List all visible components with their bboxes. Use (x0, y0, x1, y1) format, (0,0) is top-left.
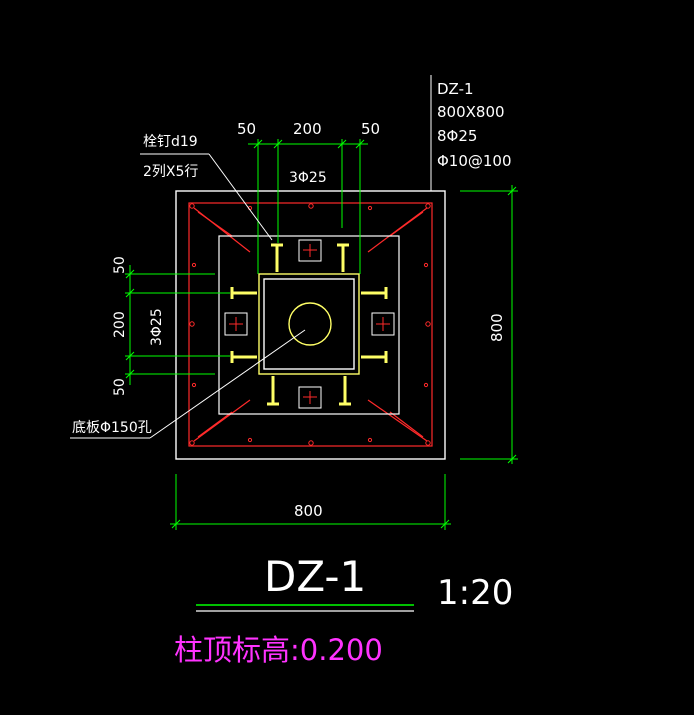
rebar-corner-hooks (193, 207, 428, 442)
dim-left-bottom: 50 (112, 378, 128, 396)
steel-tube-outer (258, 273, 360, 375)
elevation-label: 柱顶标高:0.200 (174, 633, 383, 667)
steel-tube-inner (263, 278, 355, 370)
rebar-dots (189, 203, 431, 446)
studs (230, 243, 388, 406)
rebar-cage (188, 202, 433, 447)
dim-right-overall: 800 (488, 313, 506, 342)
dim-top-left: 50 (237, 120, 256, 138)
base-plate-outline (218, 235, 400, 415)
drawing-scale: 1:20 (437, 573, 513, 613)
spec-main-bars: 8Φ25 (437, 127, 477, 145)
dim-left-top: 50 (112, 256, 128, 274)
stud-annotation-line1: 栓钉d19 (143, 134, 198, 150)
dimension-lines (125, 139, 518, 530)
stud-annotation-line2: 2列X5行 (143, 164, 198, 180)
dim-left-mid: 200 (112, 311, 128, 338)
drawing-title: DZ-1 (264, 552, 366, 601)
spec-stirrups: Φ10@100 (437, 152, 512, 170)
dim-top-bars: 3Φ25 (289, 170, 327, 186)
base-hole-annotation: 底板Φ150孔 (72, 420, 152, 436)
base-plate-hole (288, 302, 332, 346)
dim-bottom-overall: 800 (294, 502, 323, 520)
anchor-bolts (224, 239, 395, 409)
dim-top-mid: 200 (293, 120, 322, 138)
column-outline (175, 190, 446, 460)
spec-size: 800X800 (437, 103, 505, 121)
leader-lines (70, 75, 432, 439)
dim-left-bars: 3Φ25 (149, 308, 165, 346)
dim-top-right: 50 (361, 120, 380, 138)
spec-name: DZ-1 (437, 80, 474, 98)
